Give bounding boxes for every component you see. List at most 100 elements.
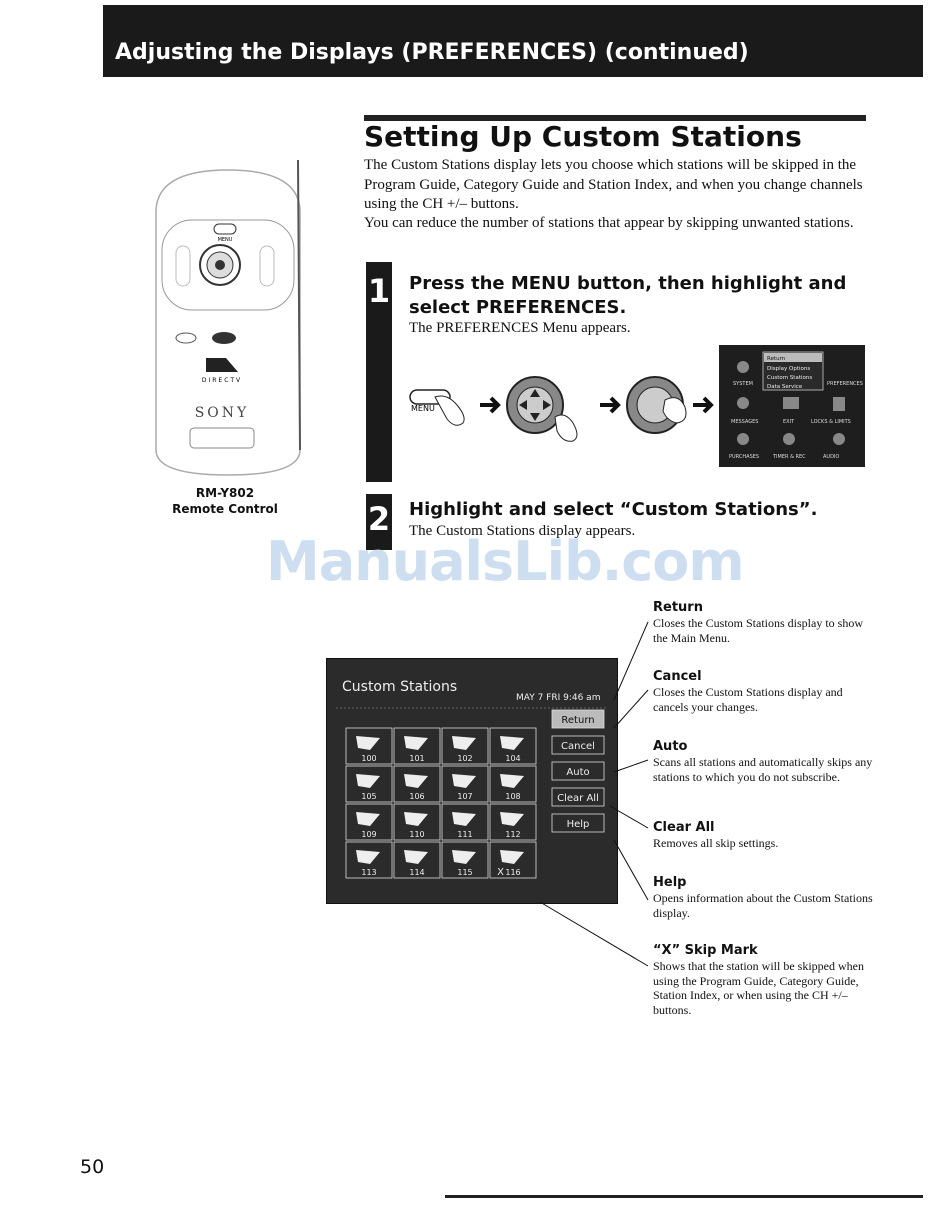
station-logo-icon [404,774,428,788]
station-logo-icon [452,850,476,864]
station-cell[interactable]: 108 [489,765,537,803]
header-bar [103,5,923,77]
station-logo-icon [404,812,428,826]
callout-auto-text: Scans all stations and automatically ski… [653,755,873,784]
remote-menu-label: MENU [218,237,233,243]
hand-icon [554,414,578,442]
station-number: 111 [457,830,472,839]
menu-label-system: SYSTEM [733,381,753,387]
screen-button-auto[interactable]: Auto [551,761,605,781]
screen-button-label: Cancel [561,741,595,752]
remote-logo-text: DIRECTV [202,377,242,384]
arrow-icon [693,396,714,414]
section-rule [364,115,866,121]
menu-label-messages: MESSAGES [731,419,758,425]
callout-clear-all-title: Clear All [653,820,715,835]
screen-button-clear-all[interactable]: Clear All [551,787,605,807]
station-cell[interactable]: 113 [345,841,393,879]
bottom-rule [445,1195,923,1198]
section-title: Setting Up Custom Stations [364,120,802,153]
station-number: 102 [457,754,472,763]
station-cell[interactable]: 105 [345,765,393,803]
station-logo-icon [452,774,476,788]
callout-help-text: Opens information about the Custom Stati… [653,891,873,920]
callout-cancel-text: Closes the Custom Stations display and c… [653,685,843,714]
station-number: 115 [457,868,472,877]
station-cell[interactable]: 109 [345,803,393,841]
screen-button-label: Return [561,715,594,726]
station-cell[interactable]: 100 [345,727,393,765]
station-cell[interactable]: 101 [393,727,441,765]
callout-skip-mark-title: “X” Skip Mark [653,943,758,958]
station-cell[interactable]: 102 [441,727,489,765]
station-cell[interactable]: 107 [441,765,489,803]
station-cell[interactable]: 104 [489,727,537,765]
station-number: 106 [409,792,424,801]
watermark: ManualsLib.com [266,530,745,593]
step-1-description: The PREFERENCES Menu appears. [409,320,631,336]
remote-model: RM-Y802 [195,486,255,500]
skip-mark: X [497,867,504,878]
menu-item-return: Return [767,356,786,362]
station-logo-icon [500,774,524,788]
arrow-icon [480,396,501,414]
menu-label-locks-limits: LOCKS & LIMITS [811,419,851,425]
station-logo-icon [404,736,428,750]
station-number: 113 [361,868,376,877]
screen-title: Custom Stations [342,679,457,695]
screen-button-return[interactable]: Return [551,709,605,729]
station-cell[interactable]: 106 [393,765,441,803]
menu-label-exit: EXIT [783,419,795,425]
step-2-heading: Highlight and select “Custom Stations”. [409,499,818,520]
menu-label-purchases: PURCHASES [729,454,759,460]
step-1-bar [366,262,392,482]
menu-item-display-options: Display Options [767,366,810,372]
menu-label-preferences: PREFERENCES [827,381,863,387]
menu-label-audio: AUDIO [823,454,839,460]
screen-button-cancel[interactable]: Cancel [551,735,605,755]
hand-icon [434,395,465,426]
callout-skip-mark-text: Shows that the station will be skipped w… [653,959,864,1017]
station-cell[interactable]: 114 [393,841,441,879]
station-logo-icon [452,812,476,826]
menu-item-data-service: Data Service [767,384,803,390]
arrow-icon [600,396,621,414]
intro-paragraph: The Custom Stations display lets you cho… [364,157,863,212]
station-grid: 100 101 102 104 105 106 107 108 109 110 111 112 113 1… [345,727,537,879]
station-logo-icon [404,850,428,864]
station-number: 105 [361,792,376,801]
screen-datetime: MAY 7 FRI 9:46 am [516,693,600,703]
step-1-illustration: MENU Return Display Options Custom Stati… [409,345,865,467]
station-cell[interactable]: 110 [393,803,441,841]
station-cell[interactable]: 111 [441,803,489,841]
custom-stations-screen: Custom Stations MAY 7 FRI 9:46 am 100 101… [326,658,618,904]
step-1-number: 1 [367,272,391,310]
station-number: 107 [457,792,472,801]
station-number: 104 [505,754,520,763]
intro-paragraph: You can reduce the number of stations th… [364,215,854,231]
screen-button-help[interactable]: Help [551,813,605,833]
remote-control-image: MENU DIRECTV SONY [155,159,301,476]
callout-cancel-title: Cancel [653,669,702,684]
station-number: 100 [361,754,376,763]
station-logo-icon [356,736,380,750]
page-number: 50 [80,1156,105,1178]
station-cell[interactable]: 112 [489,803,537,841]
callout-help-title: Help [653,875,687,890]
callout-return-title: Return [653,600,703,615]
station-logo-icon [356,812,380,826]
screen-button-label: Clear All [557,793,599,804]
station-number: 110 [409,830,424,839]
header-title: Adjusting the Displays (PREFERENCES) (co… [115,40,749,65]
station-number: 108 [505,792,520,801]
station-logo-icon [356,850,380,864]
station-number: 114 [409,868,424,877]
callout-return-text: Closes the Custom Stations display to sh… [653,616,864,645]
station-cell[interactable]: 115 [441,841,489,879]
station-logo-icon [500,812,524,826]
hand-icon [662,397,687,424]
step-2-bar [366,494,392,550]
menu-item-custom-stations: Custom Stations [767,375,812,381]
